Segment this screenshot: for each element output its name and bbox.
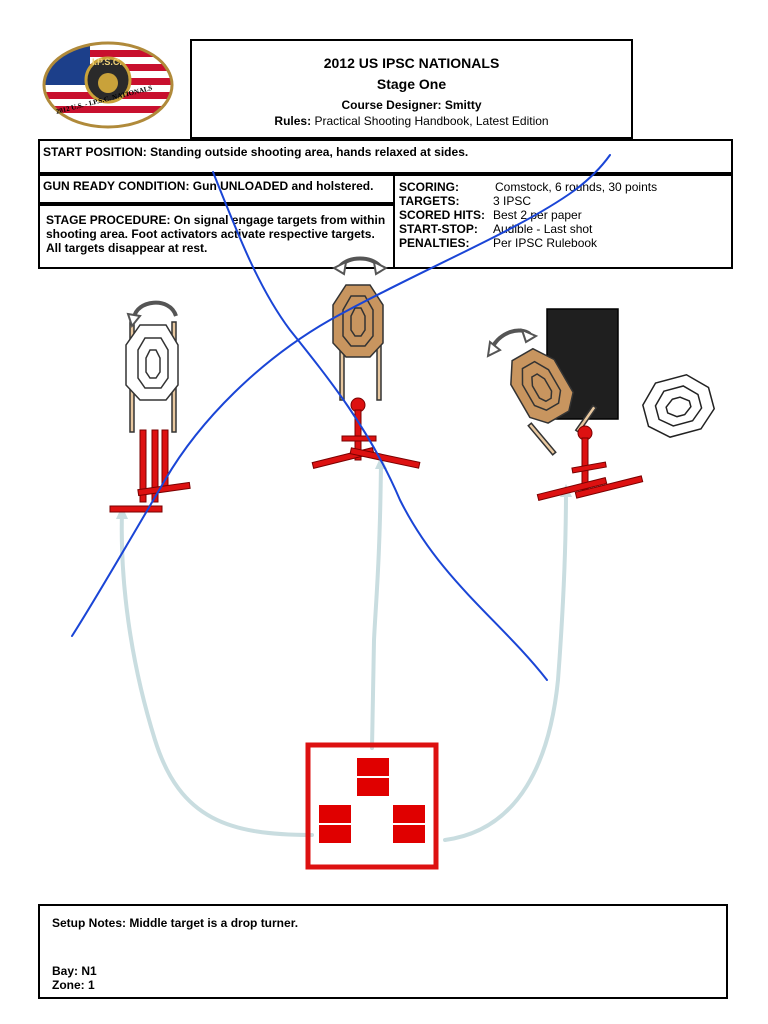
scoring-label: SCORING: — [399, 180, 459, 194]
target-right — [510, 347, 574, 424]
rules-value: Practical Shooting Handbook, Latest Edit… — [314, 114, 549, 128]
shooting-area — [305, 742, 439, 870]
zone-label: Zone: 1 — [52, 978, 95, 992]
scoring-table: SCORING: Comstock, 6 rounds, 30 points TA… — [393, 174, 733, 269]
stand-right — [536, 425, 644, 501]
foot-activator-top — [355, 756, 391, 798]
match-title: 2012 US IPSC NATIONALS — [323, 55, 500, 71]
gun-ready-row: GUN READY CONDITION: Gun UNLOADED and ho… — [38, 174, 395, 204]
stage-name: Stage One — [376, 76, 447, 92]
scoring-row: START-STOP: Audible - Last shot — [399, 222, 657, 236]
scoring-row: SCORED HITS: Best 2 per paper — [399, 208, 657, 222]
scoring-label: TARGETS: — [399, 194, 460, 208]
stand-left — [109, 429, 191, 513]
scoring-label: START-STOP: — [399, 222, 478, 236]
scoring-value: Best 2 per paper — [493, 208, 582, 222]
rules-line: Rules: Practical Shooting Handbook, Late… — [192, 114, 631, 128]
start-position-row: START POSITION: Standing outside shootin… — [38, 139, 733, 174]
setup-notes: Setup Notes: Middle target is a drop tur… — [38, 904, 728, 999]
path-arrow-right — [443, 488, 568, 842]
gun-ready-value: Gun UNLOADED and holstered. — [192, 179, 374, 193]
scoring-value: Per IPSC Rulebook — [493, 236, 598, 250]
path-arrow-left — [119, 510, 314, 837]
scoring-value: 3 IPSC — [493, 194, 532, 208]
stage-header: 2012 US IPSC NATIONALS Stage One Course … — [190, 39, 633, 139]
start-position-label: START POSITION: — [43, 145, 147, 159]
rotate-arrow-left — [132, 300, 178, 319]
rules-label: Rules: — [274, 114, 312, 128]
course-designer: Course Designer: Smitty — [341, 98, 482, 112]
stage-procedure: STAGE PROCEDURE: On signal engage target… — [38, 204, 395, 269]
logo-ipsc-text: I.P.S.C. — [92, 57, 122, 67]
path-arrow-middle — [370, 460, 383, 750]
stand-middle — [311, 397, 421, 470]
bay-label: Bay: N1 — [52, 964, 97, 978]
target-middle — [332, 284, 384, 401]
scoring-label: SCORED HITS: — [399, 208, 486, 222]
foot-activator-right — [391, 803, 427, 845]
target-left — [125, 321, 179, 433]
gun-ready-label: GUN READY CONDITION: — [43, 179, 190, 193]
no-shoot-target — [642, 373, 716, 438]
foot-activator-left — [317, 803, 353, 845]
scoring-row: PENALTIES: Per IPSC Rulebook — [399, 236, 657, 250]
rotate-arrow-right — [490, 328, 532, 350]
scoring-label: PENALTIES: — [399, 236, 470, 250]
barricade — [546, 308, 619, 420]
start-position-value: Standing outside shooting area, hands re… — [150, 145, 469, 159]
logo-ring-text: 2012 U.S. - I.P.S.C. NATIONALS — [55, 84, 154, 116]
scoring-row: SCORING: Comstock, 6 rounds, 30 points — [399, 180, 657, 194]
scoring-row: TARGETS: 3 IPSC — [399, 194, 657, 208]
scoring-value: Audible - Last shot — [493, 222, 593, 236]
setup-notes-text: Setup Notes: Middle target is a drop tur… — [52, 916, 299, 930]
scoring-value: Comstock, 6 rounds, 30 points — [495, 180, 658, 194]
